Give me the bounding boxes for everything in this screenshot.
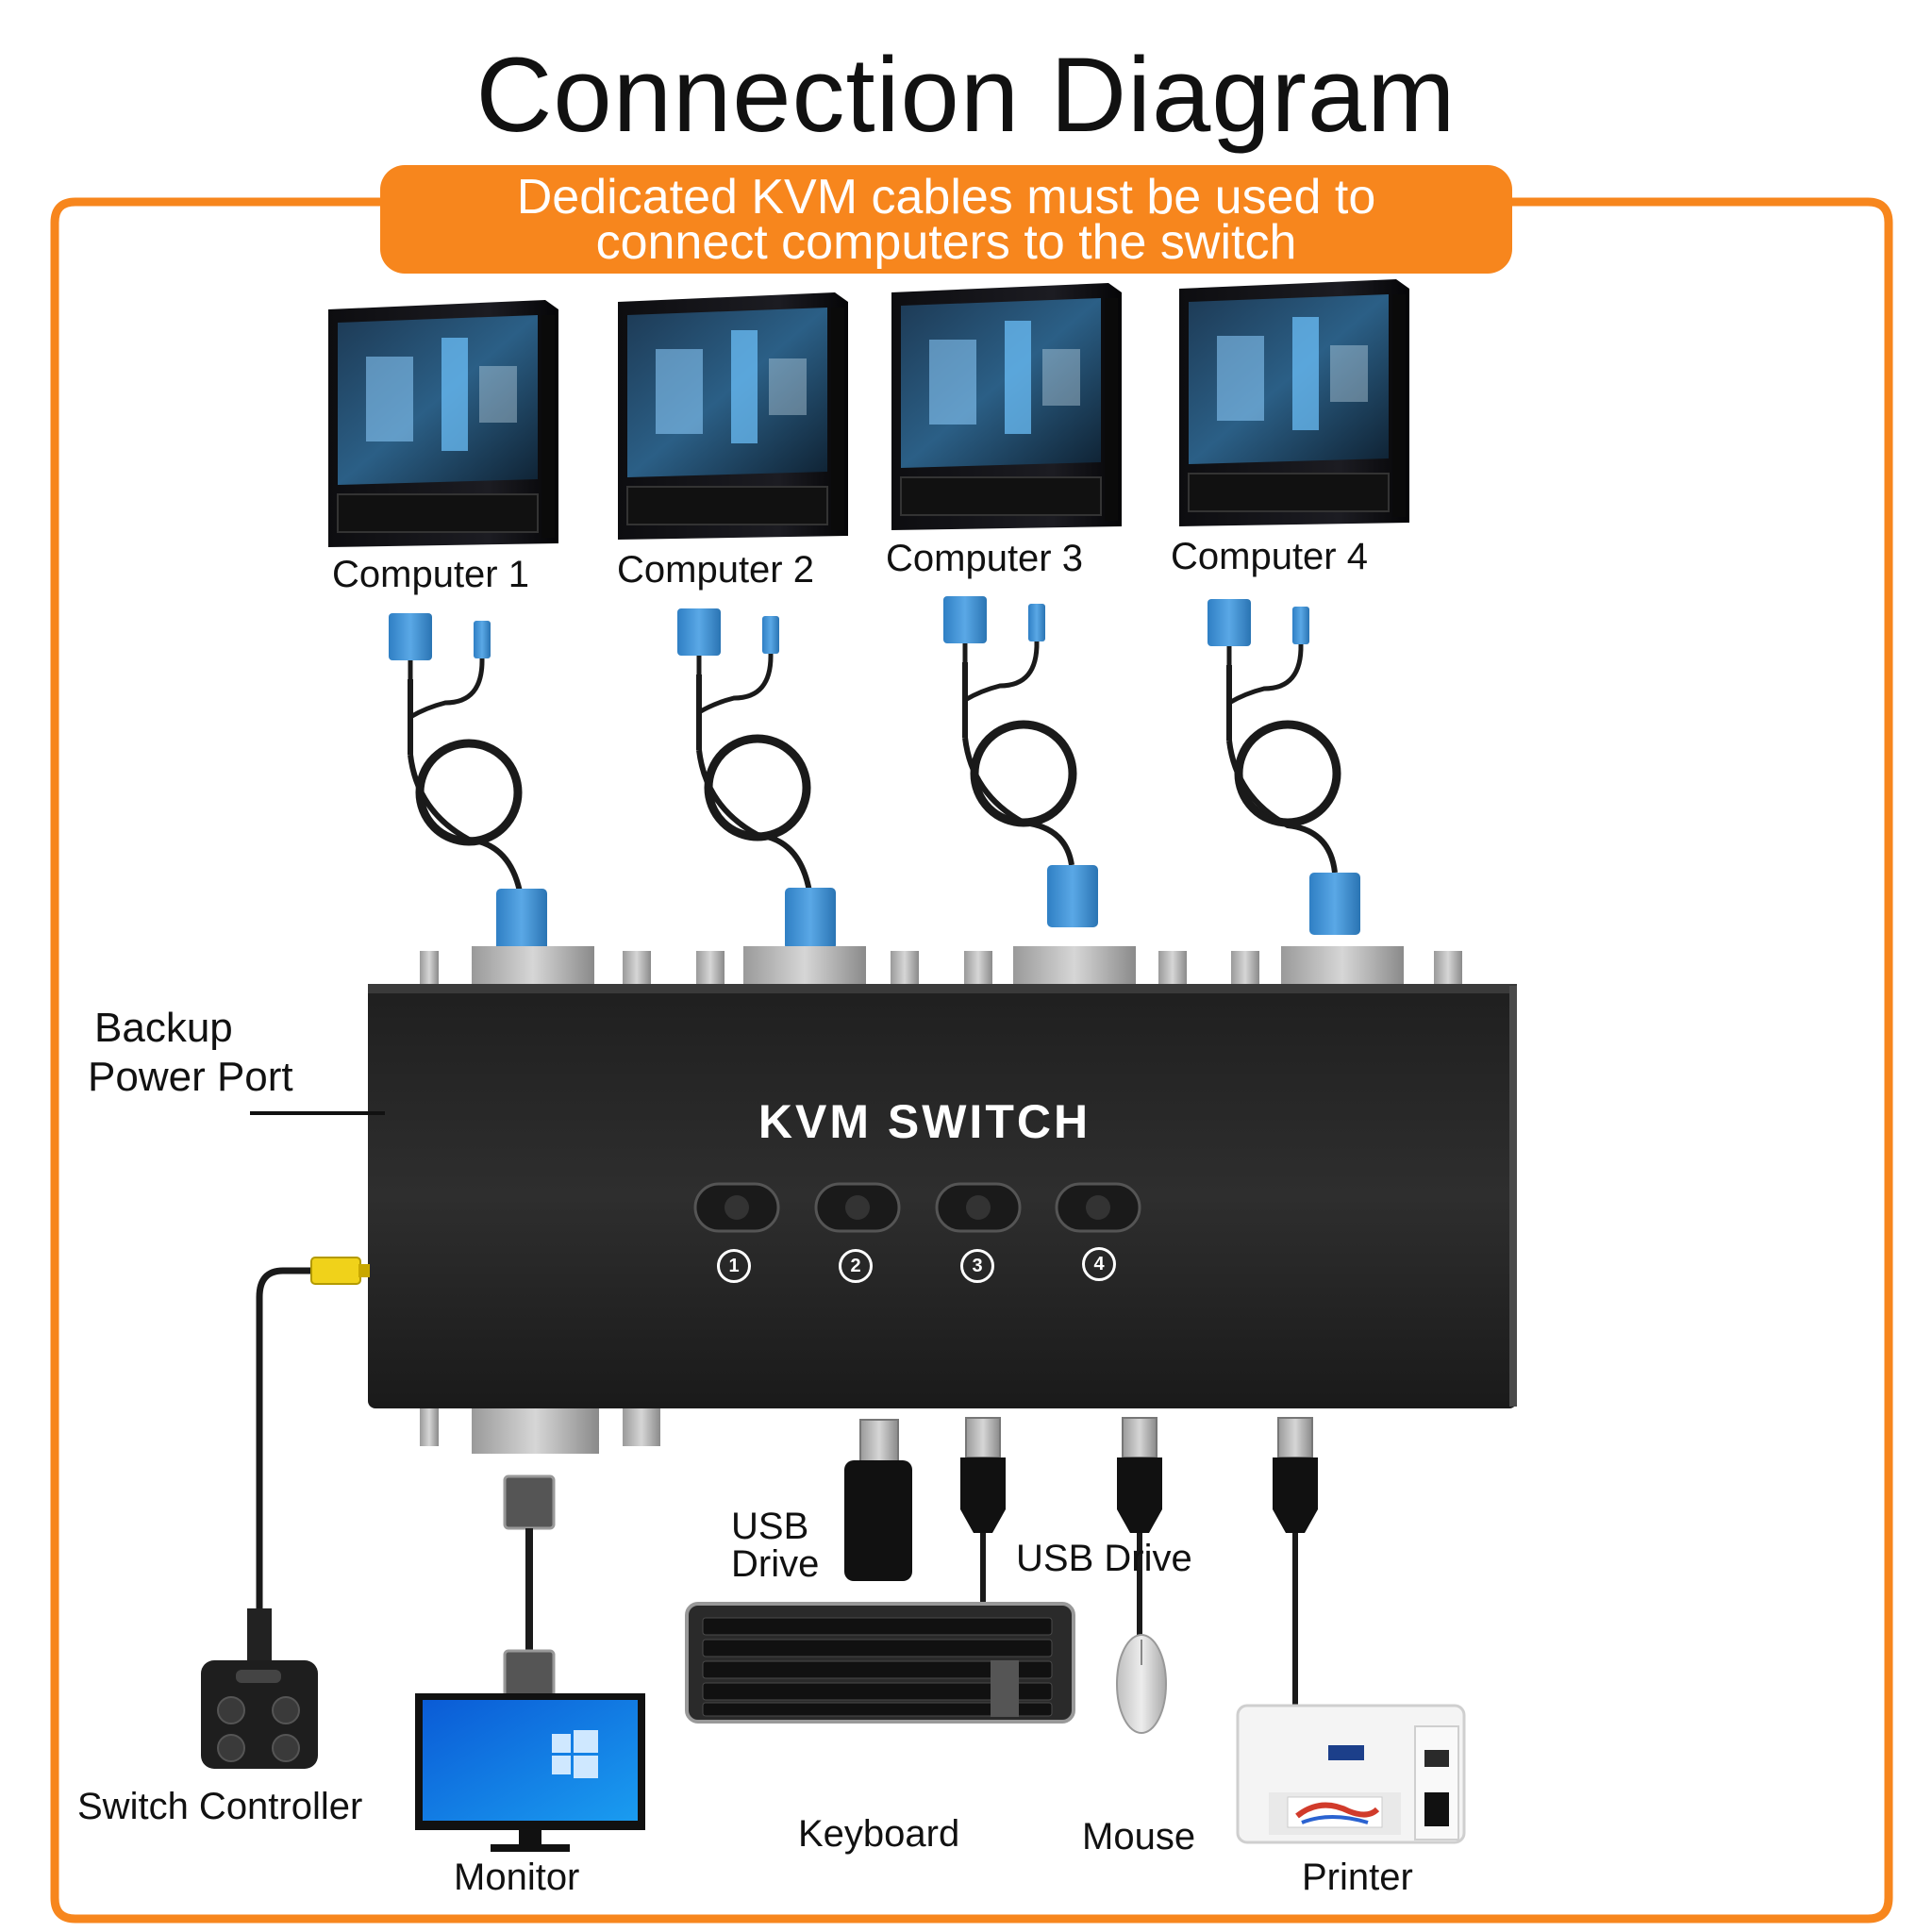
kvm-cable-4 <box>1208 599 1360 935</box>
computer-4 <box>1179 279 1409 526</box>
computer-2-label: Computer 2 <box>617 549 814 591</box>
page-title: Connection Diagram <box>475 36 1457 154</box>
monitor-cable <box>503 1474 556 1705</box>
computer-1 <box>328 300 558 547</box>
keyboard <box>685 1602 1075 1724</box>
backup-power-label-line-2: Power Port <box>88 1054 293 1100</box>
printer-cable <box>1273 1417 1318 1707</box>
printer-label: Printer <box>1302 1857 1413 1898</box>
switch-top-ports <box>420 946 1462 989</box>
printer <box>1236 1704 1466 1844</box>
mouse <box>1116 1634 1167 1734</box>
computer-4-label: Computer 4 <box>1171 536 1368 577</box>
keyboard-cable <box>960 1417 1006 1613</box>
computer-3-label: Computer 3 <box>886 538 1083 579</box>
usb-drive-right-label: USB Drive <box>1016 1538 1192 1579</box>
usb-drive-left-label-line-2: Drive <box>731 1543 820 1585</box>
kvm-cable-2 <box>677 608 836 950</box>
kvm-switch-label: KVM SWITCH <box>758 1095 1091 1148</box>
port-number-4: 4 <box>1082 1247 1116 1281</box>
switch-button-1[interactable] <box>693 1182 780 1233</box>
usb-stick <box>844 1419 912 1581</box>
switch-bottom-ports <box>420 1408 660 1454</box>
computer-2 <box>618 292 848 540</box>
mouse-cable <box>1117 1417 1162 1643</box>
switch-button-4[interactable] <box>1055 1182 1141 1233</box>
mouse-label: Mouse <box>1082 1816 1196 1857</box>
switch-controller-label: Switch Controller <box>77 1786 363 1827</box>
port-number-1: 1 <box>717 1249 751 1283</box>
switch-button-3[interactable] <box>935 1182 1022 1233</box>
monitor-label: Monitor <box>454 1857 580 1898</box>
controller-cable <box>256 1257 370 1613</box>
keyboard-label: Keyboard <box>798 1813 960 1855</box>
monitor <box>415 1693 645 1852</box>
computer-1-label: Computer 1 <box>332 554 529 595</box>
switch-button-2[interactable] <box>814 1182 901 1233</box>
kvm-cable-1 <box>389 613 547 951</box>
computer-3 <box>891 283 1122 530</box>
banner-line-1: Dedicated KVM cables must be used to <box>516 170 1376 225</box>
notice-banner: Dedicated KVM cables must be used to con… <box>380 165 1512 274</box>
usb-drive-left-label-line-1: USB <box>731 1506 809 1547</box>
port-number-2: 2 <box>839 1249 873 1283</box>
backup-power-label-line-1: Backup <box>94 1005 233 1051</box>
switch-controller <box>201 1608 318 1769</box>
kvm-cable-3 <box>943 596 1098 927</box>
banner-line-2: connect computers to the switch <box>595 215 1297 270</box>
port-number-3: 3 <box>960 1249 994 1283</box>
